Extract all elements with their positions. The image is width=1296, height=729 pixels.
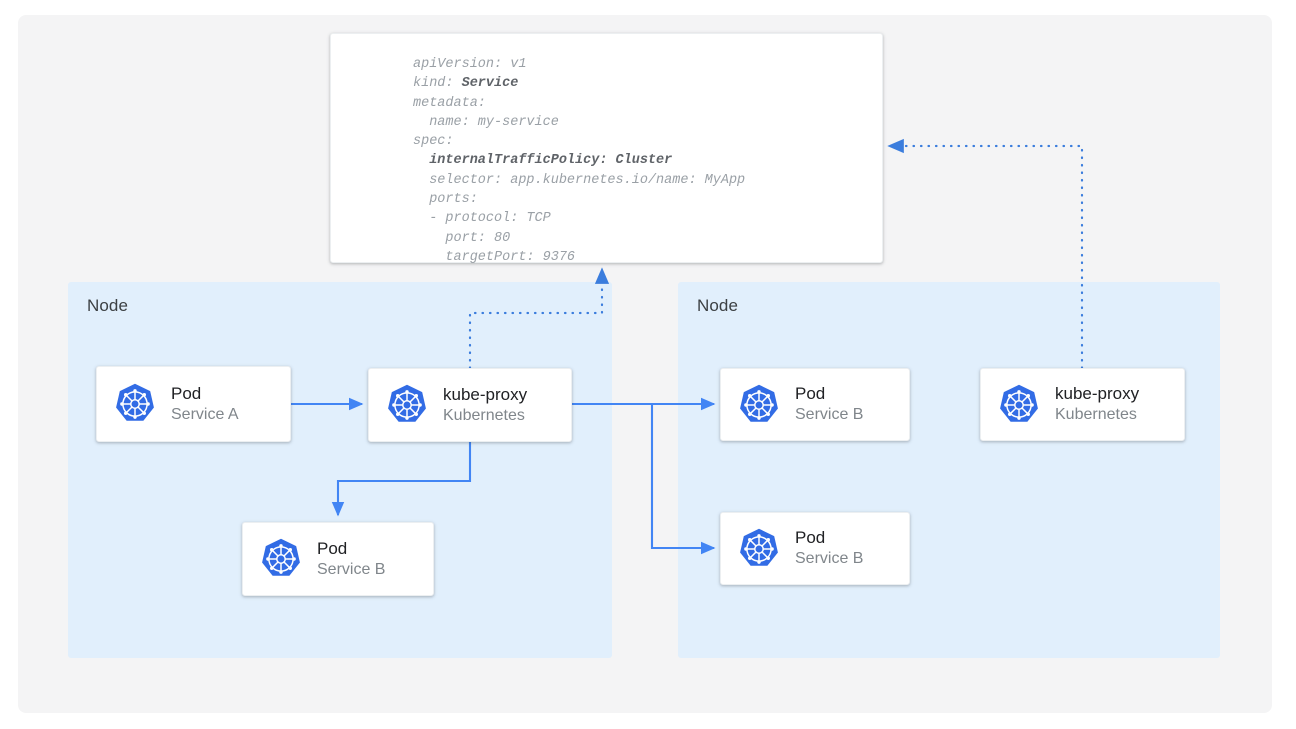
card-text: kube-proxy Kubernetes — [1055, 384, 1139, 425]
card-text: Pod Service B — [317, 539, 385, 580]
service-manifest-card: apiVersion: v1 kind: Service metadata: n… — [330, 33, 883, 265]
card-kube-proxy-right[interactable]: kube-proxy Kubernetes — [980, 368, 1185, 441]
kubernetes-icon — [388, 384, 426, 422]
node-group-left — [68, 282, 612, 658]
card-pod-service-b-remote-top[interactable]: Pod Service B — [720, 368, 910, 441]
card-title: Pod — [795, 384, 826, 404]
card-text: Pod Service B — [795, 528, 863, 569]
card-kube-proxy-left[interactable]: kube-proxy Kubernetes — [368, 368, 572, 442]
kubernetes-icon — [262, 538, 300, 576]
card-title: Pod — [317, 538, 348, 558]
service-manifest-code: apiVersion: v1 kind: Service metadata: n… — [413, 57, 746, 265]
card-pod-service-b-local[interactable]: Pod Service B — [242, 522, 434, 596]
card-title: Pod — [795, 528, 826, 548]
card-subtitle: Kubernetes — [443, 406, 525, 424]
card-title: Pod — [171, 383, 202, 403]
kubernetes-icon — [740, 528, 778, 566]
card-text: kube-proxy Kubernetes — [443, 385, 527, 426]
kubernetes-icon — [116, 383, 154, 421]
node-label-left: Node — [87, 296, 129, 315]
card-subtitle: Service B — [795, 550, 864, 568]
kubernetes-icon — [740, 384, 778, 422]
card-text: Pod Service B — [795, 384, 863, 425]
card-pod-service-a[interactable]: Pod Service A — [96, 366, 291, 442]
card-subtitle: Service A — [171, 405, 239, 423]
card-title: kube-proxy — [1055, 384, 1140, 404]
card-subtitle: Kubernetes — [1055, 406, 1137, 424]
card-pod-service-b-remote-bottom[interactable]: Pod Service B — [720, 512, 910, 585]
card-subtitle: Service B — [317, 560, 386, 578]
node-group-right — [678, 282, 1220, 658]
card-text: Pod Service A — [171, 384, 239, 425]
node-label-right: Node — [697, 296, 739, 315]
card-title: kube-proxy — [443, 384, 528, 404]
kubernetes-icon — [1000, 384, 1038, 422]
card-subtitle: Service B — [795, 406, 864, 424]
